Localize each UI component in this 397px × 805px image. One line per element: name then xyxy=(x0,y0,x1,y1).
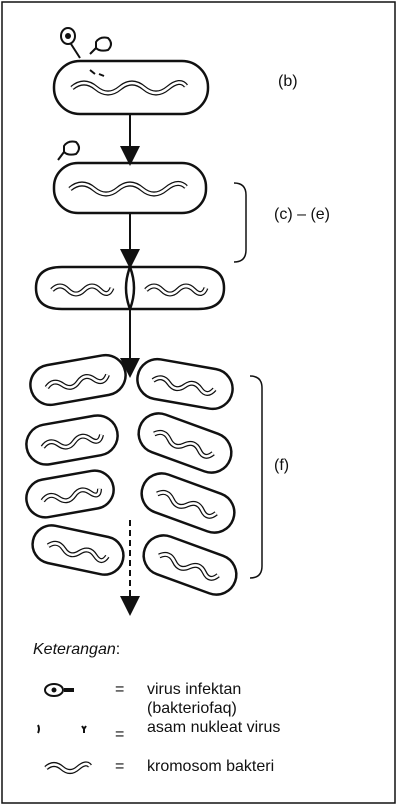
bacterium-cell-f-left-2 xyxy=(25,414,119,466)
legend-text-chromosome: kromosom bakteri xyxy=(147,758,275,775)
stage-label-c-e: (c) – (e) xyxy=(274,206,330,223)
bacterium-cell-f-left-1 xyxy=(29,353,127,407)
bacterium-cell-f-right-3 xyxy=(140,472,236,534)
bacterium-cell-b xyxy=(52,59,210,116)
legend-title: Keterangan: xyxy=(33,641,120,659)
legend-text-nucleic-acid: asam nukleat virus xyxy=(147,719,281,736)
legend-eq-1: = xyxy=(115,681,125,698)
stage-label-f: (f) xyxy=(274,457,290,474)
bacterium-dividing-cell xyxy=(34,265,226,311)
bacterium-cell-c xyxy=(52,161,208,215)
virus-icon xyxy=(44,683,74,697)
legend-eq-2: = xyxy=(115,726,125,743)
viral-nucleic-acid-icon xyxy=(37,724,87,734)
bacterium-cell-f-left-4 xyxy=(31,524,125,576)
legend-eq-3: = xyxy=(115,758,125,775)
bacterium-cell-f-left-3 xyxy=(25,469,115,519)
bacterium-cell-f-right-1 xyxy=(136,357,234,411)
bacterium-cell-f-right-2 xyxy=(137,412,233,474)
bacterial-chromosome-icon xyxy=(44,761,92,774)
legend-text-virus-line1: virus infektan xyxy=(147,681,242,698)
phage-attached-icon xyxy=(60,27,81,59)
legend-title-text: Keterangan xyxy=(33,641,116,658)
bracket-c-e xyxy=(233,182,247,263)
bacterium-cell-f-right-4 xyxy=(142,534,238,596)
phage-empty-icon-c xyxy=(57,140,80,161)
stage-label-b: (b) xyxy=(278,73,298,90)
legend-title-colon: : xyxy=(115,641,121,658)
phage-free-icon-b xyxy=(89,36,112,55)
legend-text-virus-line2: (bakteriofaq) xyxy=(147,700,237,717)
bracket-f xyxy=(249,375,263,579)
